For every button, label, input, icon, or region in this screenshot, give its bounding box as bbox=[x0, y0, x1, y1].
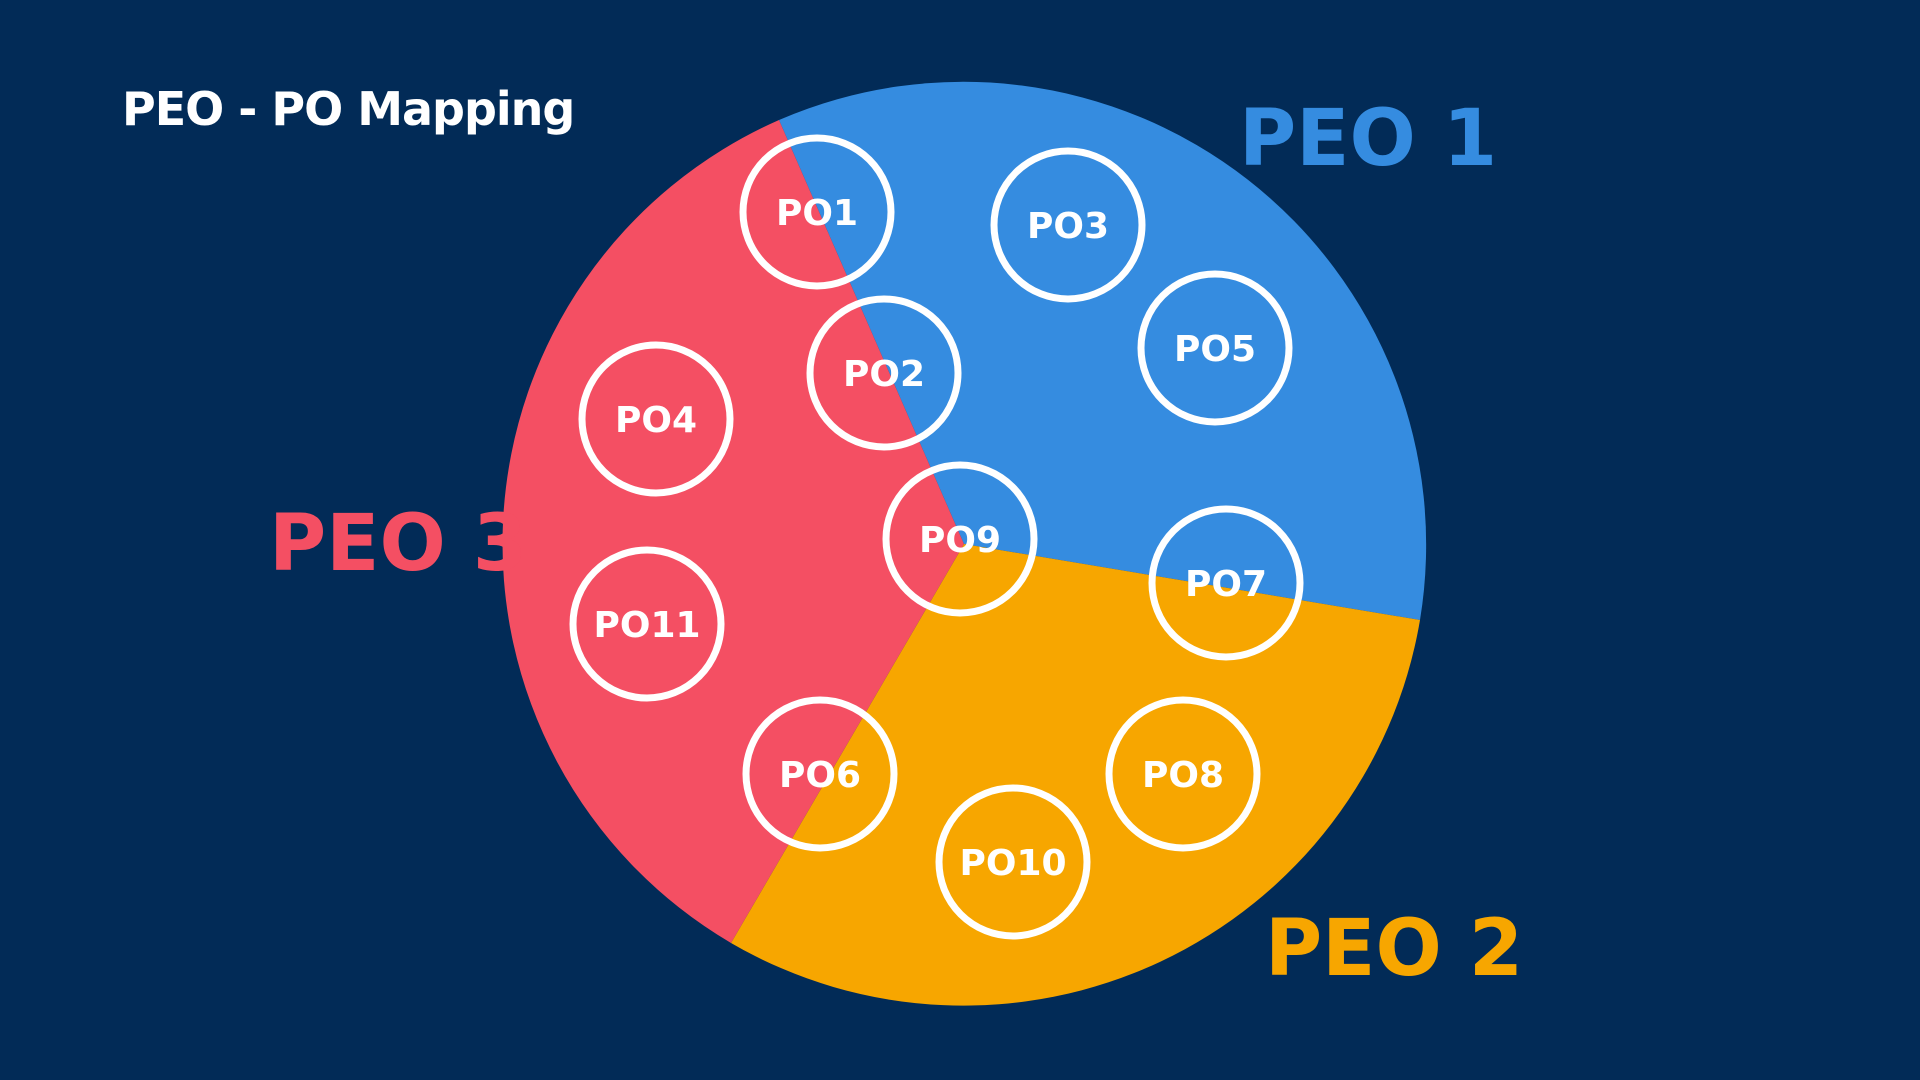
po-label: PO5 bbox=[1174, 329, 1256, 370]
po-label: PO1 bbox=[776, 193, 858, 234]
po-node-po10: PO10 bbox=[935, 784, 1091, 940]
po-label: PO11 bbox=[593, 605, 700, 646]
po-node-po7: PO7 bbox=[1148, 505, 1304, 661]
po-circle bbox=[742, 696, 898, 852]
po-node-po9: PO9 bbox=[882, 461, 1038, 617]
po-circle bbox=[569, 546, 725, 702]
peo2-label: PEO 2 bbox=[1265, 904, 1524, 994]
po-label: PO7 bbox=[1185, 564, 1267, 605]
po-label: PO6 bbox=[779, 755, 861, 796]
po-node-po8: PO8 bbox=[1105, 696, 1261, 852]
po-circle bbox=[739, 134, 895, 290]
po-node-po5: PO5 bbox=[1137, 270, 1293, 426]
page-title: PEO - PO Mapping bbox=[122, 82, 575, 136]
peo3-label: PEO 3 bbox=[269, 499, 528, 589]
po-node-po4: PO4 bbox=[578, 341, 734, 497]
po-node-po6: PO6 bbox=[742, 696, 898, 852]
po-label: PO4 bbox=[615, 400, 697, 441]
po-label: PO2 bbox=[843, 354, 925, 395]
po-circle bbox=[882, 461, 1038, 617]
po-label: PO8 bbox=[1142, 755, 1224, 796]
po-circle bbox=[578, 341, 734, 497]
po-node-po11: PO11 bbox=[569, 546, 725, 702]
po-circle bbox=[1137, 270, 1293, 426]
po-label: PO3 bbox=[1027, 206, 1109, 247]
po-circle bbox=[1105, 696, 1261, 852]
po-node-po3: PO3 bbox=[990, 147, 1146, 303]
peo2-segment bbox=[731, 544, 1420, 1006]
po-node-po1: PO1 bbox=[739, 134, 895, 290]
po-label: PO10 bbox=[959, 843, 1066, 884]
po-circle bbox=[990, 147, 1146, 303]
peo1-segment bbox=[779, 81, 1427, 620]
peo1-label: PEO 1 bbox=[1239, 94, 1498, 184]
po-circle bbox=[806, 295, 962, 451]
peo3-segment bbox=[502, 120, 964, 943]
po-circle bbox=[935, 784, 1091, 940]
po-circle bbox=[1148, 505, 1304, 661]
po-label: PO9 bbox=[919, 520, 1001, 561]
po-node-po2: PO2 bbox=[806, 295, 962, 451]
